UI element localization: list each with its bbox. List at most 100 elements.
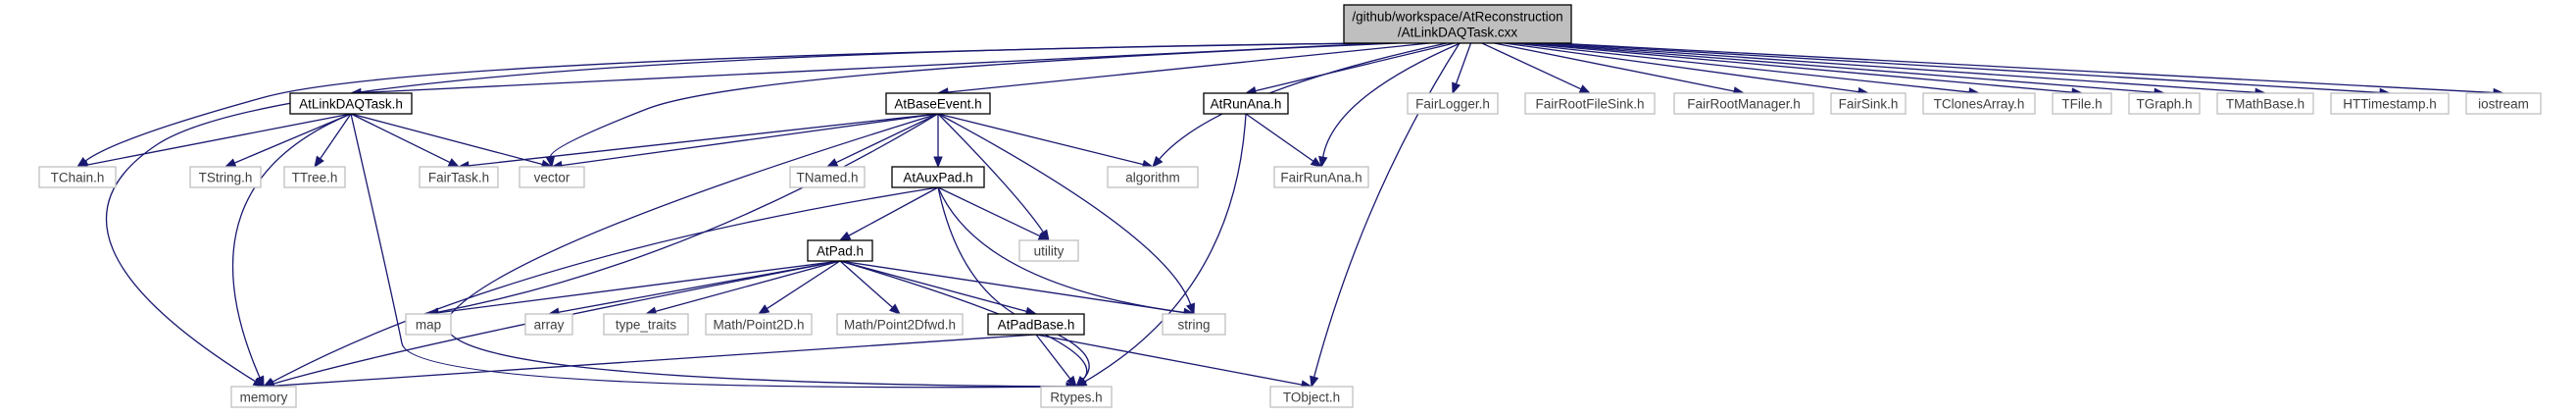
node-box (2128, 92, 2201, 115)
node-box (230, 386, 297, 408)
edge-auxpad-to-string (937, 186, 1185, 314)
node-label: TClonesArray.h (1934, 97, 2025, 112)
node-label: AtBaseEvent.h (894, 97, 981, 112)
node-label: TTree.h (292, 171, 338, 185)
node-box (419, 166, 499, 188)
node-box (1107, 166, 1199, 188)
node-tchain: TChain.h (38, 166, 117, 188)
arrowhead-linkdaq-to-ttree (314, 155, 324, 169)
node-label: FairRunAna.h (1280, 171, 1362, 185)
edge-pad-to-memory (272, 260, 841, 385)
node-fairrunana: FairRunAna.h (1273, 166, 1369, 188)
arrowhead-pad-to-point2dfwd (888, 303, 902, 315)
node-linkdaq[interactable]: AtLinkDAQTask.h (289, 92, 413, 115)
node-label: AtPadBase.h (998, 318, 1075, 333)
node-box (891, 166, 985, 188)
edge-auxpad-to-rtypes (937, 186, 1090, 381)
node-tclonesarray: TClonesArray.h (1922, 92, 2036, 115)
node-label: type_traits (616, 318, 677, 333)
node-baseevent[interactable]: AtBaseEvent.h (885, 92, 991, 115)
node-tstring: TString.h (189, 166, 262, 188)
edge-baseevent-to-fairtask (468, 113, 939, 167)
node-array: array (524, 313, 573, 336)
edge-root-to-baseevent (947, 42, 1430, 93)
node-padbase[interactable]: AtPadBase.h (987, 313, 1085, 336)
node-label: Math/Point2D.h (713, 318, 804, 333)
node-label: utility (1034, 244, 1065, 259)
node-label: TMathBase.h (2226, 97, 2304, 112)
node-box (38, 166, 117, 188)
node-box (283, 166, 346, 188)
edge-root-to-tfile (1521, 42, 2073, 93)
edge-baseevent-to-map (437, 113, 939, 313)
edge-pad-to-padbase (839, 260, 1027, 313)
node-iostream: iostream (2465, 92, 2542, 115)
node-box (524, 313, 573, 336)
edge-auxpad-to-memory (272, 186, 939, 383)
node-vector: vector (519, 166, 585, 188)
node-box (519, 166, 585, 188)
node-tobject: TObject.h (1269, 386, 1354, 408)
node-fairsink: FairSink.h (1830, 92, 1907, 115)
node-label: TNamed.h (796, 171, 858, 185)
node-label: /github/workspace/AtReconstruction (1352, 10, 1562, 25)
edge-pad-to-point2d (767, 260, 841, 310)
arrowhead-root-to-fairrunana (1318, 155, 1328, 169)
edge-pad-to-point2dfwd (839, 260, 893, 308)
arrowhead-root-to-fairrootfilesink (1578, 84, 1592, 94)
node-box (1922, 92, 2036, 115)
node-label: vector (534, 171, 570, 185)
edge-padbase-to-rtypes (1035, 334, 1071, 380)
arrowhead-pad-to-rtypes (1075, 376, 1087, 388)
arrowhead-root-to-fairlogger (1452, 81, 1461, 95)
node-box (1162, 313, 1226, 336)
node-root[interactable]: /github/workspace/AtReconstruction/AtLin… (1343, 4, 1572, 44)
node-label: AtRunAna.h (1211, 97, 1282, 112)
edge-auxpad-to-pad (848, 186, 939, 236)
edge-baseevent-to-vector (561, 113, 939, 167)
edge-baseevent-to-utility (937, 113, 1044, 234)
edge-root-to-runana (1255, 42, 1455, 92)
node-label: AtLinkDAQTask.h (299, 97, 403, 112)
edges-layer (75, 42, 2505, 391)
node-box (2330, 92, 2450, 115)
node-box (2465, 92, 2542, 115)
arrowhead-root-to-algorithm (1152, 155, 1164, 169)
edge-root-to-vector (549, 42, 1399, 158)
edge-baseevent-to-tnamed (835, 113, 939, 164)
node-auxpad[interactable]: AtAuxPad.h (891, 166, 985, 188)
edge-runana-to-fairrunana (1245, 113, 1314, 162)
node-box (289, 92, 413, 115)
arrowhead-auxpad-to-pad (838, 231, 852, 241)
node-label: TFile.h (2061, 97, 2102, 112)
edge-linkdaq-to-vector (350, 113, 543, 166)
arrowhead-linkdaq-to-memory (255, 375, 265, 389)
node-box (705, 313, 813, 336)
node-httimestamp: HTTimestamp.h (2330, 92, 2450, 115)
node-box (836, 313, 964, 336)
node-box (1830, 92, 1907, 115)
node-box (2052, 92, 2112, 115)
edge-root-to-tobject (1313, 42, 1461, 378)
edge-pad-to-string (839, 260, 1185, 314)
edge-padbase-to-memory (272, 334, 1037, 387)
edge-root-to-memory (105, 42, 1375, 383)
node-pad[interactable]: AtPad.h (807, 239, 873, 262)
edge-baseevent-to-rtypes (445, 113, 1067, 388)
node-box (1203, 92, 1289, 115)
node-fairrootmanager: FairRootManager.h (1673, 92, 1814, 115)
node-rtypes: Rtypes.h (1040, 386, 1113, 408)
arrowhead-runana-to-fairrunana (1310, 157, 1323, 168)
node-label: TString.h (199, 171, 253, 185)
node-tgraph: TGraph.h (2128, 92, 2201, 115)
node-box (1040, 386, 1113, 408)
arrowhead-linkdaq-to-tstring (223, 158, 237, 168)
edge-root-to-tmathbase (1536, 42, 2256, 93)
node-label: FairTask.h (428, 171, 489, 185)
edge-runana-to-rtypes (1084, 113, 1247, 383)
node-label: FairRootFileSink.h (1535, 97, 1644, 112)
edge-root-to-tgraph (1528, 42, 2155, 93)
node-runana[interactable]: AtRunAna.h (1203, 92, 1289, 115)
node-box (987, 313, 1085, 336)
node-box (1273, 166, 1369, 188)
